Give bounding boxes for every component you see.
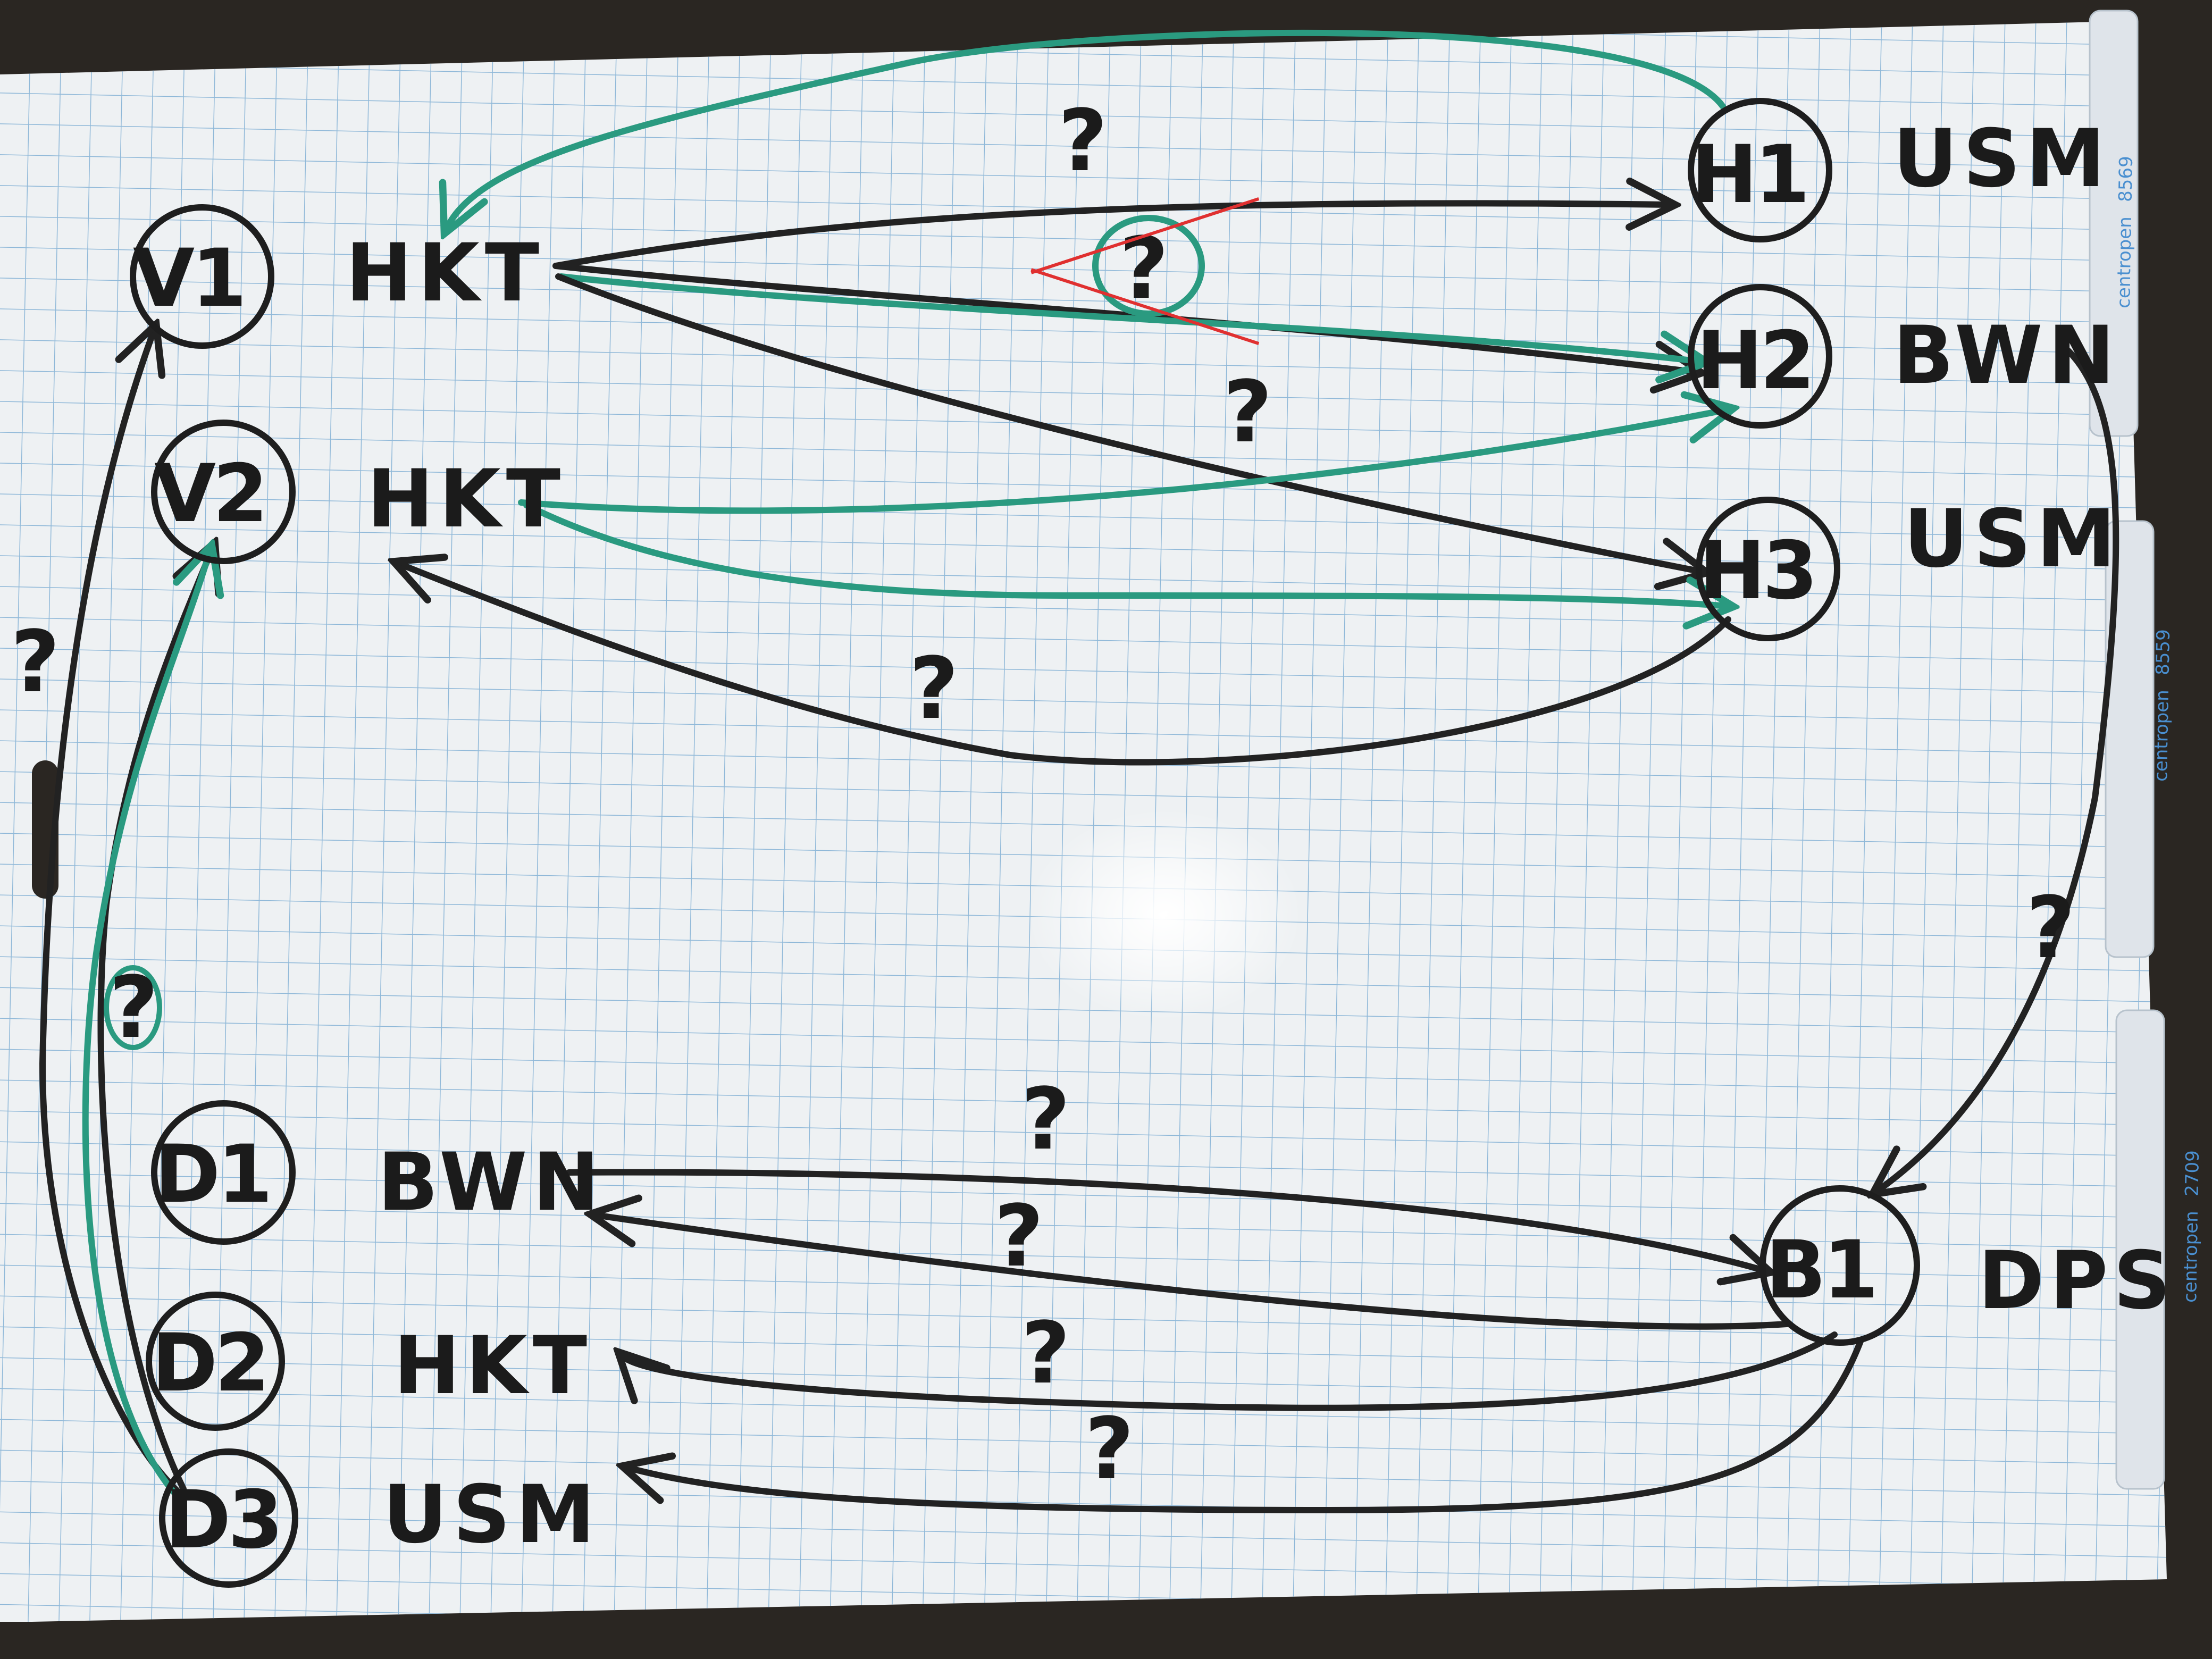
question-mark-b1-d2: ? <box>1021 1303 1070 1403</box>
question-marks: ? ? ? ? ? ? ? ? ? ? ? <box>11 91 2075 1498</box>
node-d2: D2 HKT <box>146 1292 592 1431</box>
question-mark-d3-v2-circled: ? <box>104 958 162 1057</box>
brand-code-3: 2709 <box>2181 1150 2203 1196</box>
node-b1: B1 DPS <box>1759 1185 2176 1346</box>
node-h2: H2 BWN <box>1688 284 2120 429</box>
node-v1: V1 HKT <box>130 204 544 349</box>
crossed-question-mark: ? <box>1030 197 1260 345</box>
node-b1-label: DPS <box>1978 1235 2176 1327</box>
edge-v1-to-h1 <box>552 203 1670 269</box>
edge-d3-to-v2-green <box>82 550 210 1497</box>
question-mark-b1-d1: ? <box>994 1186 1044 1286</box>
brand-code-2: 8559 <box>2152 629 2174 675</box>
node-b1-id: B1 <box>1765 1224 1875 1317</box>
brand-code-1: 8569 <box>2115 156 2137 202</box>
edge-d1-to-b1 <box>566 1169 1765 1271</box>
node-h1-id: H1 <box>1691 129 1807 221</box>
edge-h3-to-v2 <box>399 564 1731 766</box>
node-d1-id: D1 <box>154 1128 270 1221</box>
edge-d3-to-v2 <box>97 548 213 1492</box>
edge-v1-to-h2 <box>552 263 1696 372</box>
edge-v2-to-h3 <box>523 502 1728 606</box>
question-mark-b1-d3: ? <box>1085 1399 1134 1498</box>
edge-v1-to-h2-green <box>558 273 1702 362</box>
node-h1: H1 USM <box>1688 98 2110 242</box>
edges <box>39 29 2119 1514</box>
node-d2-label: HKT <box>393 1320 592 1412</box>
node-v1-id: V1 <box>133 232 244 325</box>
node-h3-id: H3 <box>1699 525 1815 617</box>
brand-logo-1: centropen <box>2113 216 2136 308</box>
marker-strip: centropen 8569 centropen 8559 centropen … <box>2089 10 2203 1490</box>
node-v1-label: HKT <box>346 227 544 320</box>
edge-h1-to-v1 <box>447 29 1726 229</box>
node-v2-label: HKT <box>367 453 566 546</box>
node-d3: D3 USM <box>159 1448 600 1588</box>
question-mark-d1-b1: ? <box>1021 1069 1070 1169</box>
node-v2: V2 HKT <box>151 420 566 564</box>
question-mark-d3-v2: ? <box>109 958 158 1057</box>
edge-h2-to-b1 <box>1877 348 2119 1191</box>
crossed-question-mark-glyph: ? <box>1119 219 1169 318</box>
node-d1: D1 BWN <box>151 1100 605 1245</box>
node-h3-label: USM <box>1904 493 2121 585</box>
edge-b1-to-d3 <box>627 1337 1864 1514</box>
node-h1-label: USM <box>1893 113 2110 205</box>
light-glare <box>1026 808 1303 1021</box>
edge-v2-to-h2 <box>518 409 1728 514</box>
whiteboard <box>0 21 2167 1622</box>
question-mark-v1-h1: ? <box>1058 91 1108 190</box>
edge-b1-to-d2 <box>622 1331 1838 1411</box>
brand-logo-2: centropen <box>2150 690 2173 782</box>
question-mark-v1-h3: ? <box>1223 362 1272 462</box>
edge-b1-to-d1 <box>596 1215 1790 1330</box>
node-d1-label: BWN <box>378 1136 605 1229</box>
question-mark-h3-v2: ? <box>909 639 959 738</box>
node-d3-id: D3 <box>165 1474 280 1566</box>
question-mark-h2-b1: ? <box>2026 878 2075 977</box>
node-h3: H3 USM <box>1696 493 2121 641</box>
node-h2-id: H2 <box>1696 315 1812 407</box>
question-mark-d3-v1: ? <box>11 612 60 711</box>
edge-d3-to-v1 <box>39 330 184 1497</box>
node-d2-id: D2 <box>152 1317 267 1410</box>
node-h2-label: BWN <box>1893 309 2120 402</box>
node-d3-label: USM <box>383 1469 600 1561</box>
brand-logo-3: centropen <box>2180 1211 2202 1303</box>
edge-v1-to-h3 <box>555 273 1702 572</box>
node-v2-id: V2 <box>154 448 265 540</box>
